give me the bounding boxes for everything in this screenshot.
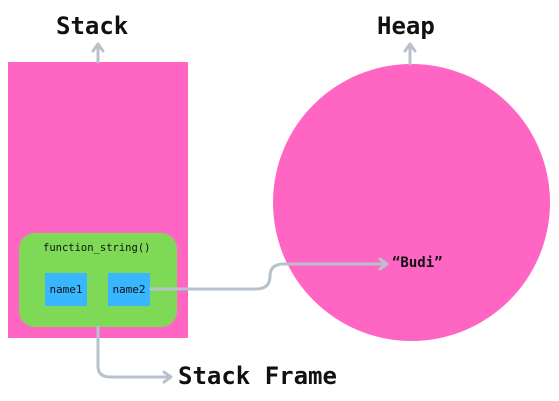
variable-box-name2: name2 <box>108 273 150 306</box>
heap-title-arrowhead <box>403 42 417 53</box>
variable-box-name1: name1 <box>45 273 87 306</box>
heap-string-value: “Budi” <box>392 255 443 271</box>
stack-frame-function-name: function_string() <box>43 242 151 254</box>
heap-title: Heap <box>377 12 435 40</box>
stack-frame-label: Stack Frame <box>178 362 337 390</box>
frame-to-label-arrowhead <box>162 370 173 384</box>
stack-title-arrowhead <box>91 42 105 53</box>
heap-region <box>273 64 550 341</box>
stack-title: Stack <box>56 12 129 40</box>
